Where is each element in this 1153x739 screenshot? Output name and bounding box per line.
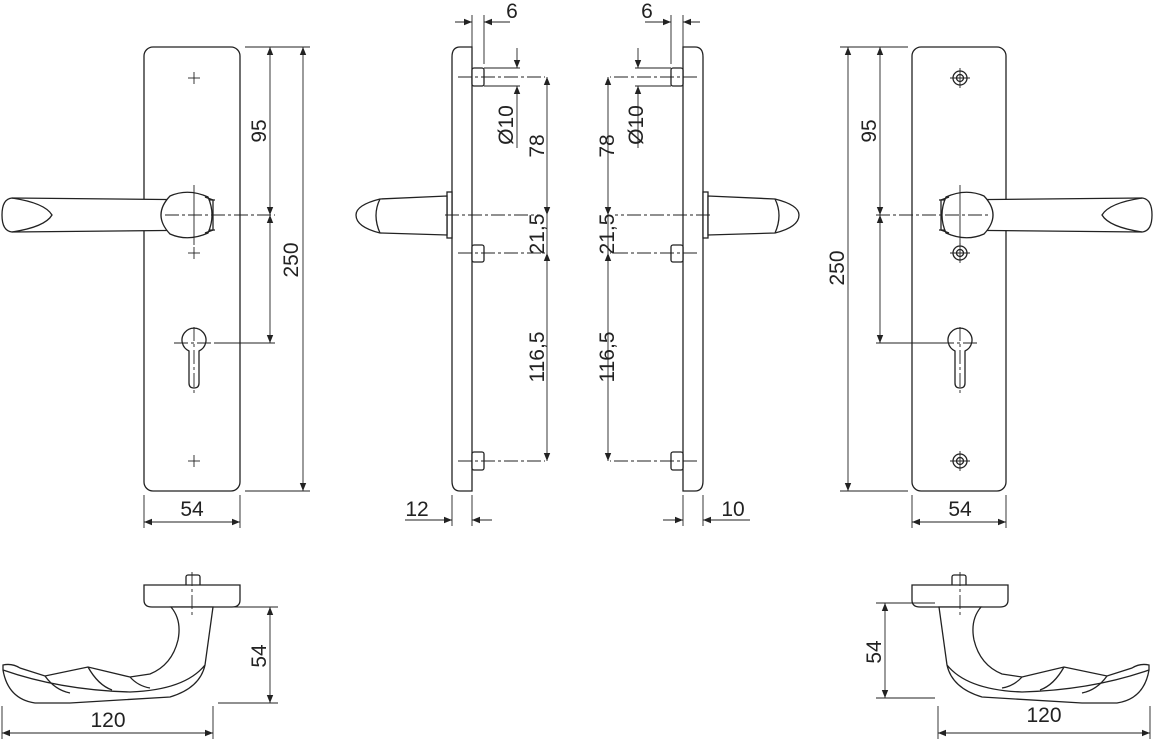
dim-21-5: 21,5 — [526, 214, 549, 255]
handle-top-view-right: 54 120 — [863, 571, 1151, 739]
dim-diameter-10: Ø10 — [625, 105, 648, 145]
dim-54: 54 — [180, 498, 204, 521]
dim-6: 6 — [641, 0, 653, 23]
dim-78: 78 — [526, 134, 549, 157]
dim-12: 12 — [405, 498, 428, 521]
dim-21-5: 21,5 — [596, 214, 619, 255]
dim-54: 54 — [863, 640, 886, 664]
dim-120: 120 — [1026, 704, 1061, 727]
dim-6: 6 — [506, 0, 518, 23]
front-view-left: 95 250 54 — [1, 46, 310, 528]
side-view-right: 6 Ø10 78 21,5 116,5 10 — [596, 0, 799, 526]
dim-54: 54 — [248, 644, 271, 668]
front-view-right: 95 250 54 — [826, 46, 1153, 528]
side-view-left: 6 Ø10 78 21,5 116,5 12 — [356, 0, 549, 526]
dim-250: 250 — [280, 242, 303, 277]
dim-95: 95 — [858, 119, 881, 142]
dim-95: 95 — [248, 119, 271, 142]
dim-120: 120 — [90, 709, 125, 732]
dim-diameter-10: Ø10 — [495, 105, 518, 145]
dim-54: 54 — [948, 498, 972, 521]
dim-250: 250 — [826, 250, 849, 285]
dim-116-5: 116,5 — [596, 332, 619, 383]
handle-top-view-left: 54 120 — [1, 571, 278, 739]
dim-78: 78 — [596, 134, 619, 157]
dim-116-5: 116,5 — [526, 332, 549, 383]
dim-10: 10 — [721, 498, 744, 521]
